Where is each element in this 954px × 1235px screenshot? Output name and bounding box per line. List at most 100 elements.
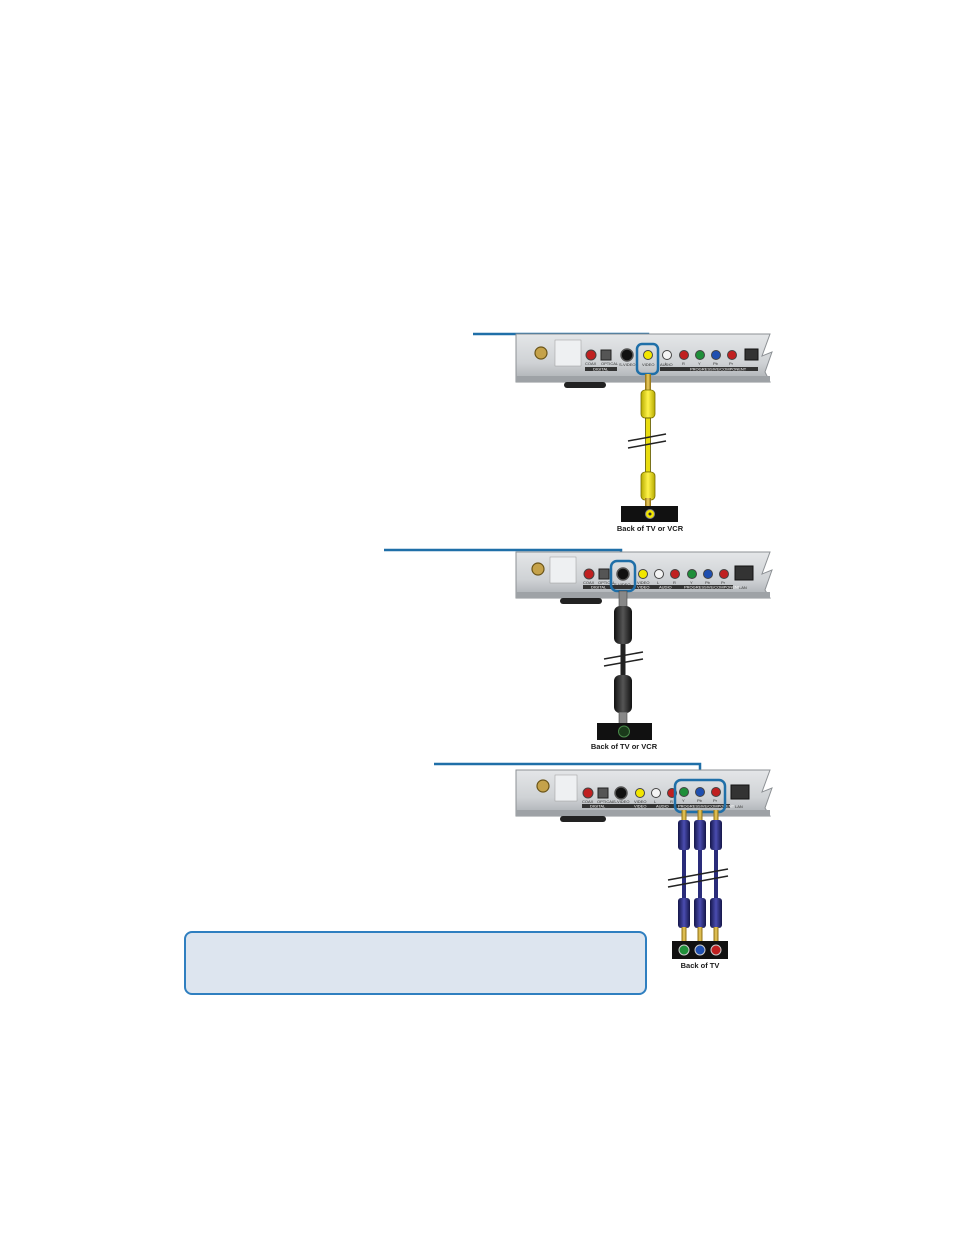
- group-label: PROGRESSIVE/COMPONENT: [678, 804, 735, 809]
- composite-cable: [627, 374, 667, 508]
- port-label: Pr: [729, 361, 734, 366]
- port-label: Pr: [713, 798, 718, 803]
- port-label: LAN: [739, 585, 747, 590]
- port-label: VIDEO: [637, 580, 649, 585]
- panel-caption: Back of TV or VCR: [617, 524, 684, 533]
- port-label: COAX: [583, 580, 595, 585]
- y-port: [679, 787, 689, 797]
- component-diagram: COAX OPTICAL S-VIDEO VIDEO L R Y Pb Pr L…: [434, 762, 773, 970]
- port-label: S-VIDEO: [619, 362, 635, 367]
- port-label: VIDEO: [634, 799, 646, 804]
- audio-l-port: [662, 350, 672, 360]
- video-port: [638, 569, 648, 579]
- audio-r-port: [679, 350, 689, 360]
- group-label: DIGITAL: [590, 804, 606, 809]
- audio-l-port: [651, 788, 661, 798]
- group-label: AUDIO: [659, 585, 672, 590]
- port-label: Pb: [713, 361, 719, 366]
- cable-break-mark: [667, 875, 729, 888]
- y-port: [695, 350, 705, 360]
- tv-panel: Back of TV or VCR: [591, 723, 658, 751]
- y-port: [687, 569, 697, 579]
- optical-port: [597, 787, 609, 799]
- port-label: OPTICAL: [601, 361, 619, 366]
- port-label: Y: [690, 580, 693, 585]
- info-label: [549, 556, 577, 584]
- svideo-diagram: COAX OPTICAL S-VIDEO VIDEO L R Y Pb Pr L…: [384, 548, 773, 751]
- port-label: R: [682, 361, 685, 366]
- optical-port: [598, 568, 610, 580]
- group-label: AUDIO: [656, 804, 669, 809]
- svideo-cable: [603, 590, 644, 725]
- port-label: AUDIO: [660, 362, 673, 367]
- port-label: L: [665, 361, 668, 366]
- port-label: COAX: [585, 361, 597, 366]
- pb-port: [703, 569, 713, 579]
- cable-break-mark: [667, 868, 729, 881]
- port-label: Pr: [721, 580, 726, 585]
- pr-port: [711, 787, 721, 797]
- tv-pr-jack: [710, 944, 722, 956]
- group-label: PROGRESSIVE/COMPONENT: [690, 367, 747, 372]
- port-label: LAN: [748, 366, 756, 371]
- tv-panel: Back of TV: [672, 941, 728, 970]
- group-label: DIGITAL: [591, 585, 607, 590]
- pb-port: [711, 350, 721, 360]
- coax-port: [582, 787, 594, 799]
- tv-panel: Back of TV or VCR: [617, 506, 684, 533]
- audio-r-port: [670, 569, 680, 579]
- port-label: OPTICAL: [597, 799, 615, 804]
- antenna-jack: [531, 562, 545, 576]
- port-label: LAN: [735, 804, 743, 809]
- port-label: Pb: [705, 580, 711, 585]
- port-label: COAX: [582, 799, 594, 804]
- antenna-jack: [534, 346, 548, 360]
- note-box: [184, 931, 647, 995]
- port-label: Y: [698, 361, 701, 366]
- pr-port: [727, 350, 737, 360]
- svideo-port: [620, 348, 634, 362]
- pb-port: [695, 787, 705, 797]
- port-label: OPTICAL: [598, 580, 616, 585]
- lan-port: [744, 348, 759, 361]
- port-label: L: [657, 580, 660, 585]
- video-port: [635, 788, 645, 798]
- composite-diagram: COAX OPTICAL S-VIDEO VIDEO AUDIO L R Y P…: [473, 332, 773, 533]
- port-label: VIDEO: [642, 362, 654, 367]
- component-cable: [710, 810, 722, 941]
- group-label: VIDEO: [634, 804, 646, 809]
- info-label: [554, 774, 578, 802]
- device-back-panel: COAX OPTICAL S-VIDEO VIDEO AUDIO L R Y P…: [515, 333, 773, 388]
- coax-port: [583, 568, 595, 580]
- group-label: DIGITAL: [593, 367, 609, 372]
- pr-port: [719, 569, 729, 579]
- lan-port: [730, 784, 750, 800]
- component-cable: [678, 810, 690, 941]
- port-label: S-VIDEO: [614, 582, 630, 587]
- group-label: VIDEO: [637, 585, 649, 590]
- port-label: S-VIDEO: [613, 799, 629, 804]
- antenna-jack: [536, 779, 550, 793]
- audio-l-port: [654, 569, 664, 579]
- port-label: R: [670, 799, 673, 804]
- tv-svideo-jack: [618, 725, 630, 738]
- device-back-panel: COAX OPTICAL S-VIDEO VIDEO L R Y Pb Pr L…: [515, 551, 773, 604]
- port-label: Y: [682, 798, 685, 803]
- port-label: L: [654, 799, 657, 804]
- lan-port: [734, 565, 754, 581]
- port-label: R: [673, 580, 676, 585]
- device-back-panel: COAX OPTICAL S-VIDEO VIDEO L R Y Pb Pr L…: [515, 769, 773, 822]
- tv-y-jack: [678, 944, 690, 956]
- group-label: PROGRESSIVE/COMPONENT: [684, 585, 741, 590]
- panel-caption: Back of TV or VCR: [591, 742, 658, 751]
- coax-port: [585, 349, 597, 361]
- port-label: Pb: [697, 798, 703, 803]
- svideo-port: [616, 567, 630, 581]
- svideo-port: [614, 786, 628, 800]
- info-label: [554, 339, 582, 367]
- video-port: [643, 350, 653, 360]
- panel-caption: Back of TV: [681, 961, 720, 970]
- optical-port: [600, 349, 612, 361]
- tv-pb-jack: [694, 944, 706, 956]
